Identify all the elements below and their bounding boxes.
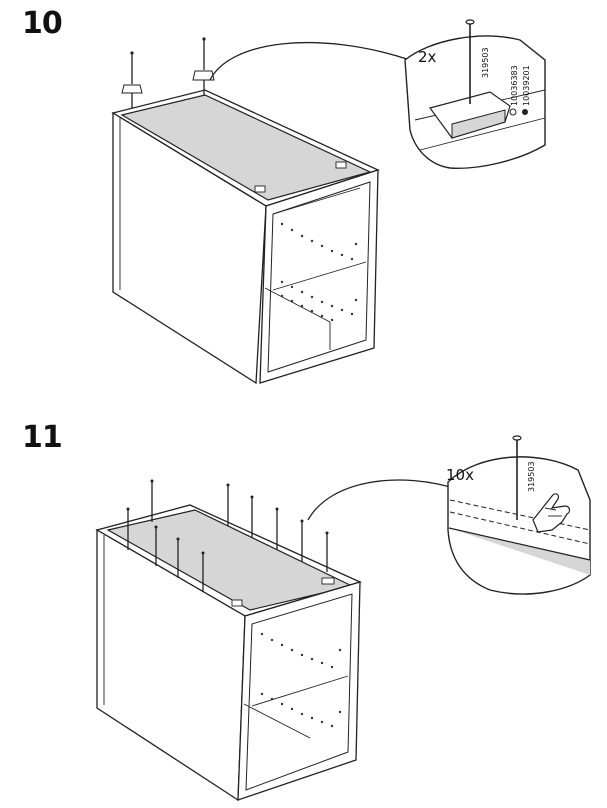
step-11-number: 11 <box>22 420 63 455</box>
step-11-nail-code: 319503 <box>527 461 536 492</box>
step-11-nail <box>275 507 279 550</box>
step-11-cabinet <box>95 504 362 802</box>
hand-pointer-icon <box>532 493 571 533</box>
step-11-nails <box>126 479 329 592</box>
step-10-nail-2 <box>202 37 206 70</box>
step-11-nail <box>201 551 205 592</box>
step-10-callout-connector <box>209 41 411 81</box>
step-10-nail-code: 319503 <box>481 47 490 78</box>
open-circle-icon <box>509 108 517 116</box>
step-11-quantity: 10x <box>446 466 474 484</box>
step-10-cabinet <box>111 89 380 385</box>
step-10-quantity: 2x <box>418 48 437 66</box>
step-10-part-code-filled: 10039201 <box>522 65 531 106</box>
step-11-nail <box>126 507 130 550</box>
step-11-nail <box>154 525 158 566</box>
step-11-nail <box>250 495 254 538</box>
step-11-nail <box>176 537 180 578</box>
step-11-nail <box>226 483 230 526</box>
step-10-part-code-open: 10036383 <box>510 65 519 106</box>
step-10-number: 10 <box>22 6 63 41</box>
step-11-detail-callout <box>447 435 591 595</box>
mounting-clip-icon <box>121 84 143 108</box>
step-11-callout-connector <box>307 479 461 521</box>
filled-circle-icon <box>522 109 528 115</box>
mounting-clip-icon <box>192 70 215 96</box>
step-11-nail <box>300 519 304 562</box>
step-11-nail <box>325 531 329 572</box>
step-10-nail-1 <box>130 51 134 84</box>
step-11-nail <box>150 479 154 522</box>
step-10-detail-callout <box>404 19 546 169</box>
